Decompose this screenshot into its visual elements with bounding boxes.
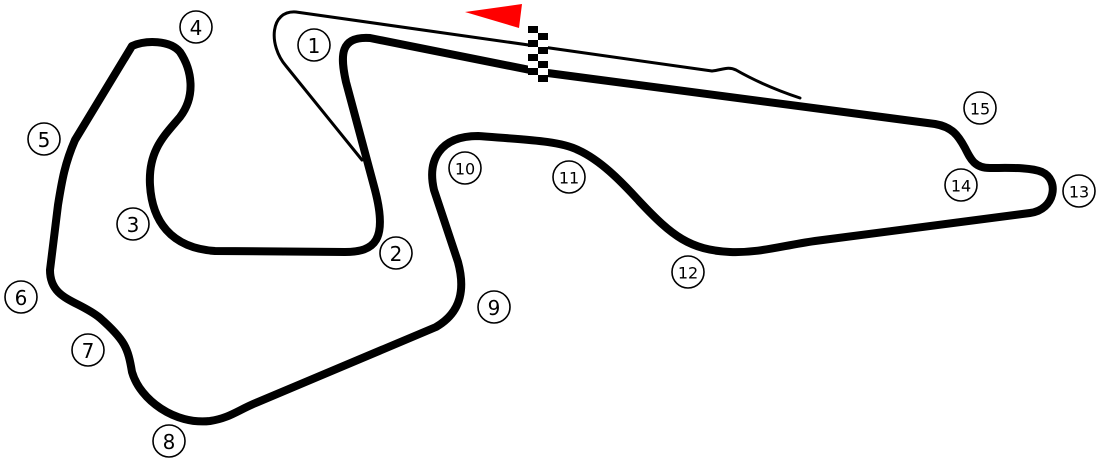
turn-marker-6: 6	[4, 280, 38, 314]
turn-marker-14: 14	[944, 168, 978, 202]
turn-marker-12-circle	[671, 255, 705, 289]
pit-lane	[272, 10, 802, 162]
turn-marker-3-circle	[116, 207, 150, 241]
turn-marker-5-circle	[27, 122, 61, 156]
turn-marker-11-label: 11	[559, 169, 579, 188]
turn-marker-10-label: 10	[455, 160, 475, 179]
turn-marker-2-circle	[379, 236, 413, 270]
turn-marker-10: 10	[448, 151, 482, 185]
turn-marker-8: 8	[152, 424, 186, 458]
turn-marker-6-circle	[4, 280, 38, 314]
turn-marker-11: 11	[552, 160, 586, 194]
turn-marker-3-label: 3	[127, 213, 140, 237]
turn-marker-14-circle	[944, 168, 978, 202]
turn-marker-13-label: 13	[1069, 183, 1089, 202]
turn-marker-7: 7	[71, 333, 105, 367]
race-track	[46, 33, 1057, 426]
turn-marker-2: 2	[379, 236, 413, 270]
turn-marker-3: 3	[116, 207, 150, 241]
turn-marker-6-label: 6	[15, 286, 28, 310]
turn-marker-15-label: 15	[970, 100, 990, 119]
turn-marker-10-circle	[448, 151, 482, 185]
turn-marker-15: 15	[963, 91, 997, 125]
turn-marker-9-label: 9	[488, 296, 501, 320]
turn-marker-11-circle	[552, 160, 586, 194]
turn-marker-7-label: 7	[82, 339, 95, 363]
turn-marker-1: 1	[297, 28, 331, 62]
turn-marker-15-circle	[963, 91, 997, 125]
start-finish-line	[528, 26, 548, 82]
turn-marker-1-label: 1	[308, 34, 321, 58]
turn-marker-13-circle	[1062, 174, 1096, 208]
turn-marker-5-label: 5	[38, 128, 51, 152]
turn-marker-8-circle	[152, 424, 186, 458]
turn-marker-2-label: 2	[390, 242, 403, 266]
turn-marker-13: 13	[1062, 174, 1096, 208]
turn-marker-4: 4	[179, 10, 213, 44]
turn-marker-12-label: 12	[678, 264, 698, 283]
turn-marker-4-circle	[179, 10, 213, 44]
turn-marker-9: 9	[477, 290, 511, 324]
direction-arrow-icon	[465, 4, 522, 28]
turn-marker-9-circle	[477, 290, 511, 324]
turn-marker-12: 12	[671, 255, 705, 289]
turn-marker-4-label: 4	[190, 16, 203, 40]
turn-marker-7-circle	[71, 333, 105, 367]
turn-marker-8-label: 8	[163, 430, 176, 454]
turn-marker-14-label: 14	[951, 177, 971, 196]
turn-marker-5: 5	[27, 122, 61, 156]
turn-marker-1-circle	[297, 28, 331, 62]
